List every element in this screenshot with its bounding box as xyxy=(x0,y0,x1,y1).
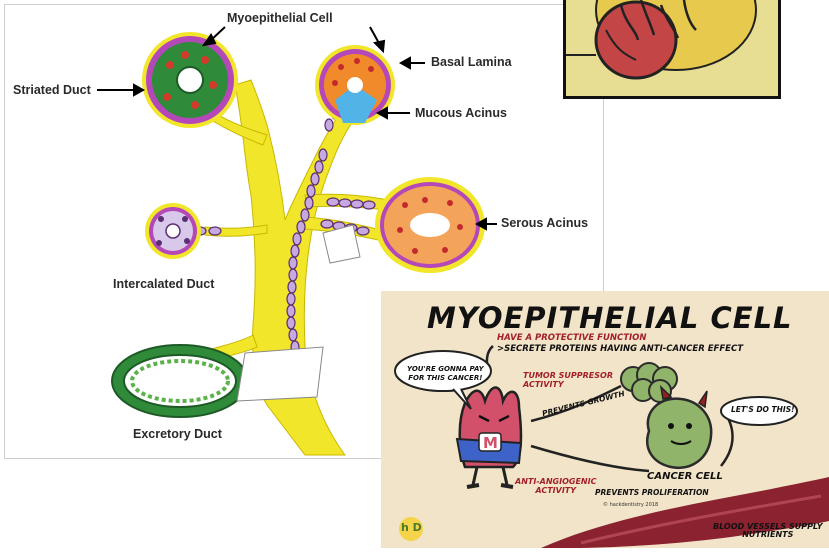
anti-angiogenic-label: ANTI-ANGIOGENIC ACTIVITY xyxy=(515,477,597,495)
prevents-proliferation-label: PREVENTS PROLIFERATION xyxy=(595,488,709,497)
cancer-cell-label: CANCER CELL xyxy=(647,471,723,482)
label-mucous-acinus: Mucous Acinus xyxy=(415,106,507,120)
blood-vessels-label: BLOOD VESSELS SUPPLY NUTRIENTS xyxy=(713,522,823,539)
label-striated-duct: Striated Duct xyxy=(13,83,91,97)
speech-bubble-right xyxy=(720,396,798,426)
hackdentistry-logo: h D xyxy=(401,521,422,534)
myoepithelial-character: M xyxy=(455,386,523,489)
speech-bubble-left xyxy=(394,350,492,392)
intercalated-duct xyxy=(145,203,201,259)
paper-patch xyxy=(236,346,324,402)
cartoon-illustration: M xyxy=(381,291,829,548)
salivary-gland-diagram: Myoepithelial Cell Basal Lamina Striated… xyxy=(4,4,604,459)
striated-duct xyxy=(142,32,238,128)
speech-right-text: LET'S DO THIS! xyxy=(731,405,795,414)
label-basal-lamina: Basal Lamina xyxy=(431,55,512,69)
myoepithelial-cartoon: M MYOEPITHELIAL CELL HAVE A PROTECTIVE F… xyxy=(381,291,829,548)
label-intercalated-duct: Intercalated Duct xyxy=(113,277,215,291)
label-excretory-duct: Excretory Duct xyxy=(133,427,222,441)
label-serous-acinus: Serous Acinus xyxy=(501,216,589,230)
label-arrows xyxy=(97,26,497,231)
svg-text:M: M xyxy=(483,434,498,452)
comic-illustration xyxy=(566,0,757,80)
excretory-duct xyxy=(111,344,249,418)
cartoon-title: MYOEPITHELIAL CELL xyxy=(427,301,793,335)
cancer-cell xyxy=(646,384,713,469)
tumor-suppressor-label: TUMOR SUPPRESOR ACTIVITY xyxy=(523,371,613,389)
label-myoepithelial-cell: Myoepithelial Cell xyxy=(227,11,333,25)
function-line-2: >SECRETE PROTEINS HAVING ANTI-CANCER EFF… xyxy=(497,344,743,354)
function-line-1: HAVE A PROTECTIVE FUNCTION xyxy=(497,333,647,343)
paper-patch xyxy=(322,224,361,264)
gland-drawing xyxy=(97,26,497,456)
speech-left-text: YOU'RE GONNA PAY FOR THIS CANCER! xyxy=(407,365,484,382)
copyright-text: © hackdentistry 2018 xyxy=(603,502,659,508)
comic-panel-fragment xyxy=(563,0,781,99)
serous-acinus xyxy=(375,177,485,273)
mucous-acinus xyxy=(315,45,395,125)
logo-mark xyxy=(399,517,423,541)
